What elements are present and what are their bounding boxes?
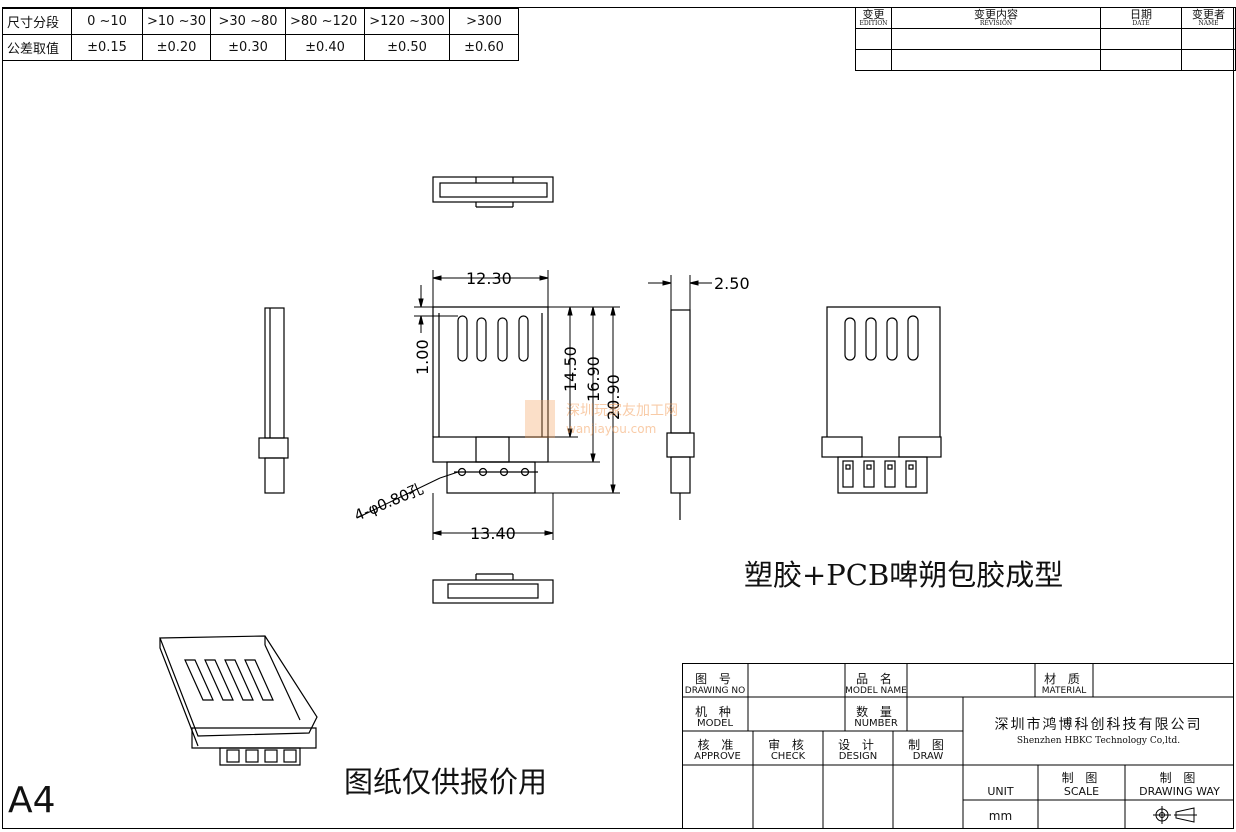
- tb-drawing-way-en: DRAWING WAY: [1139, 785, 1220, 798]
- tb-drawing-way-cn: 制 图: [1159, 771, 1200, 785]
- watermark: 深圳玩家友加工网 wanjiayou.com: [525, 400, 678, 438]
- tolerance-range-cell: >300: [449, 8, 520, 35]
- tb-company-en: Shenzhen HBKC Technology Co,ltd.: [1016, 736, 1181, 746]
- tb-scale-cn: 制 图: [1061, 771, 1102, 785]
- dim-thickness: 2.50: [714, 274, 750, 293]
- tb-scale-en: SCALE: [1063, 785, 1100, 798]
- sheet-size: A4: [8, 780, 56, 821]
- tolerance-value-cell: ±0.15: [71, 34, 143, 61]
- tolerance-value-label: 公差取值: [2, 34, 72, 61]
- watermark-logo-icon: [525, 400, 555, 438]
- rear-view: [821, 306, 942, 494]
- dim-bottom-width: 13.40: [470, 524, 516, 543]
- tolerance-value-cell: ±0.20: [141, 34, 212, 61]
- tb-model-en: MODEL: [696, 718, 734, 729]
- tb-model-name-en: MODEL NAME: [845, 686, 907, 696]
- title-block: [682, 663, 1234, 829]
- tb-approve-cn: 核 准: [697, 738, 738, 752]
- tb-unit-value: mm: [988, 809, 1013, 823]
- front-view: [432, 306, 549, 494]
- quote-note: 图纸仅供报价用: [344, 765, 548, 799]
- tb-material-cn: 材 质: [1044, 672, 1084, 686]
- tolerance-value-cell: ±0.30: [210, 34, 287, 61]
- process-note: 塑胶+PCB啤朔包胶成型: [744, 558, 1064, 592]
- tolerance-value-cell: ±0.40: [285, 34, 366, 61]
- tb-design-en: DESIGN: [838, 751, 878, 762]
- tolerance-value-cell: ±0.60: [449, 34, 520, 61]
- dimension-lines: [356, 270, 712, 540]
- tolerance-range-cell: >10 ~30: [141, 8, 212, 35]
- thin-side-view: [666, 309, 695, 520]
- tb-unit-label: UNIT: [987, 785, 1014, 798]
- tb-model-name-cn: 品 名: [856, 672, 896, 686]
- tb-drawing-no-cn: 图 号: [695, 672, 735, 686]
- tolerance-range-cell: 0 ~10: [71, 8, 143, 35]
- revision-row: [855, 28, 1236, 50]
- tb-check-cn: 审 核: [768, 738, 808, 752]
- isometric-view: [159, 635, 318, 766]
- dim-height-1: 14.50: [561, 346, 580, 392]
- tolerance-value-row: 公差取值 ±0.15 ±0.20 ±0.30 ±0.40 ±0.50 ±0.60: [2, 34, 520, 61]
- projection-symbol-icon: [1153, 806, 1197, 824]
- top-view: [432, 176, 554, 208]
- dim-height-3: 20.90: [604, 374, 623, 420]
- tb-draw-en: DRAW: [912, 751, 944, 762]
- dim-top-width: 12.30: [466, 269, 512, 288]
- sheet-border: [2, 7, 1234, 829]
- bottom-view: [432, 573, 554, 604]
- tolerance-table: 尺寸分段 0 ~10 >10 ~30 >30 ~80 >80 ~120 >120…: [2, 8, 520, 61]
- tolerance-range-row: 尺寸分段 0 ~10 >10 ~30 >30 ~80 >80 ~120 >120…: [2, 8, 520, 35]
- left-side-view: [258, 307, 289, 494]
- tb-company-cn: 深圳市鸿博科创科技有限公司: [994, 717, 1203, 733]
- watermark-text-cn: 深圳玩家友加工网: [566, 402, 678, 419]
- tb-material-en: MATERIAL: [1041, 686, 1087, 696]
- tb-design-cn: 设 计: [838, 738, 878, 752]
- tb-draw-cn: 制 图: [908, 738, 948, 752]
- revision-row: [855, 49, 1236, 71]
- tb-approve-en: APPROVE: [694, 751, 741, 762]
- tb-number-cn: 数 量: [856, 705, 896, 719]
- dim-pad-length: 1.00: [413, 339, 432, 375]
- tolerance-range-cell: >120 ~300: [364, 8, 451, 35]
- tb-drawing-no-en: DRAWING NO: [684, 686, 746, 696]
- tb-check-en: CHECK: [770, 751, 806, 762]
- dim-height-2: 16.90: [584, 356, 603, 402]
- tolerance-value-cell: ±0.50: [364, 34, 451, 61]
- watermark-text-url: wanjiayou.com: [566, 422, 656, 436]
- tb-model-cn: 机 种: [695, 705, 735, 719]
- tb-number-en: NUMBER: [854, 718, 898, 729]
